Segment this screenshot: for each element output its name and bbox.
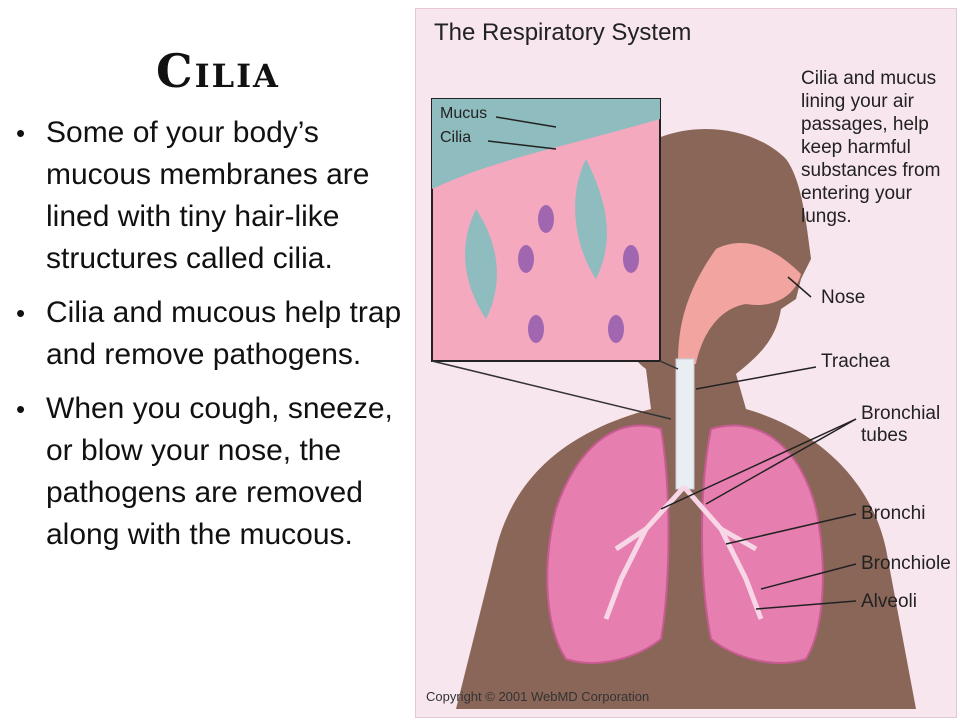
nose-leader-line <box>787 276 812 298</box>
mucus-leader-line <box>495 116 557 128</box>
inset-label-cilia: Cilia <box>440 129 472 146</box>
label-bronchiole: Bronchiole <box>861 553 951 574</box>
bronchial-tubes-leader-line <box>705 418 857 505</box>
inset-nucleus <box>518 245 534 273</box>
label-nose: Nose <box>821 287 866 308</box>
label-trachea: Trachea <box>821 351 890 372</box>
label-bronchial-tubes: Bronchial tubes <box>861 403 941 446</box>
right-lung <box>701 424 824 664</box>
bullet-text: When you cough, sneeze, or blow your nos… <box>46 392 393 551</box>
inset-goblet-cell <box>465 209 497 319</box>
label-alveoli: Alveoli <box>861 591 917 612</box>
inset-leader-line <box>431 360 672 420</box>
left-lung <box>546 424 670 664</box>
inset-nucleus <box>538 205 554 233</box>
bronchial-tubes-leader-line <box>660 418 857 510</box>
nasal-passage <box>678 243 801 364</box>
bullet-item: • Cilia and mucous help trap and remove … <box>10 292 405 376</box>
copyright-notice: Copyright © 2001 WebMD Corporation <box>426 689 650 704</box>
inset-mucus-layer <box>432 99 660 189</box>
bullet-text: Some of your body’s mucous membranes are… <box>46 116 370 275</box>
figure-title: The Respiratory System <box>434 19 692 46</box>
bronchiole-leader-line <box>760 563 857 590</box>
respiratory-illustration <box>431 98 916 709</box>
inset-nucleus <box>623 245 639 273</box>
slide-title: Cilia <box>156 44 280 98</box>
bullet-icon: • <box>16 394 26 424</box>
respiratory-system-figure: The Respiratory System Cilia and mucus l… <box>415 8 957 718</box>
inset-leader-line <box>659 360 679 370</box>
bullet-text: Cilia and mucous help trap and remove pa… <box>46 296 402 371</box>
bullet-list: • Some of your body’s mucous membranes a… <box>10 112 405 568</box>
inset-nucleus <box>528 315 544 343</box>
bullet-icon: • <box>16 118 26 148</box>
trachea-leader-line <box>695 366 817 390</box>
bullet-item: • Some of your body’s mucous membranes a… <box>10 112 405 280</box>
inset-label-mucus: Mucus <box>440 105 488 122</box>
bronchi-leader-line <box>725 513 857 545</box>
figure-note: Cilia and mucus lining your air passages… <box>801 68 941 227</box>
trachea <box>675 358 695 490</box>
alveoli-leader-line <box>755 600 857 610</box>
label-bronchi: Bronchi <box>861 503 926 524</box>
inset-nucleus <box>608 315 624 343</box>
bullet-item: • When you cough, sneeze, or blow your n… <box>10 388 405 556</box>
bronchi-branches <box>603 485 764 620</box>
inset-goblet-cell <box>575 159 607 279</box>
cilia-leader-line <box>487 140 557 150</box>
bullet-icon: • <box>16 298 26 328</box>
